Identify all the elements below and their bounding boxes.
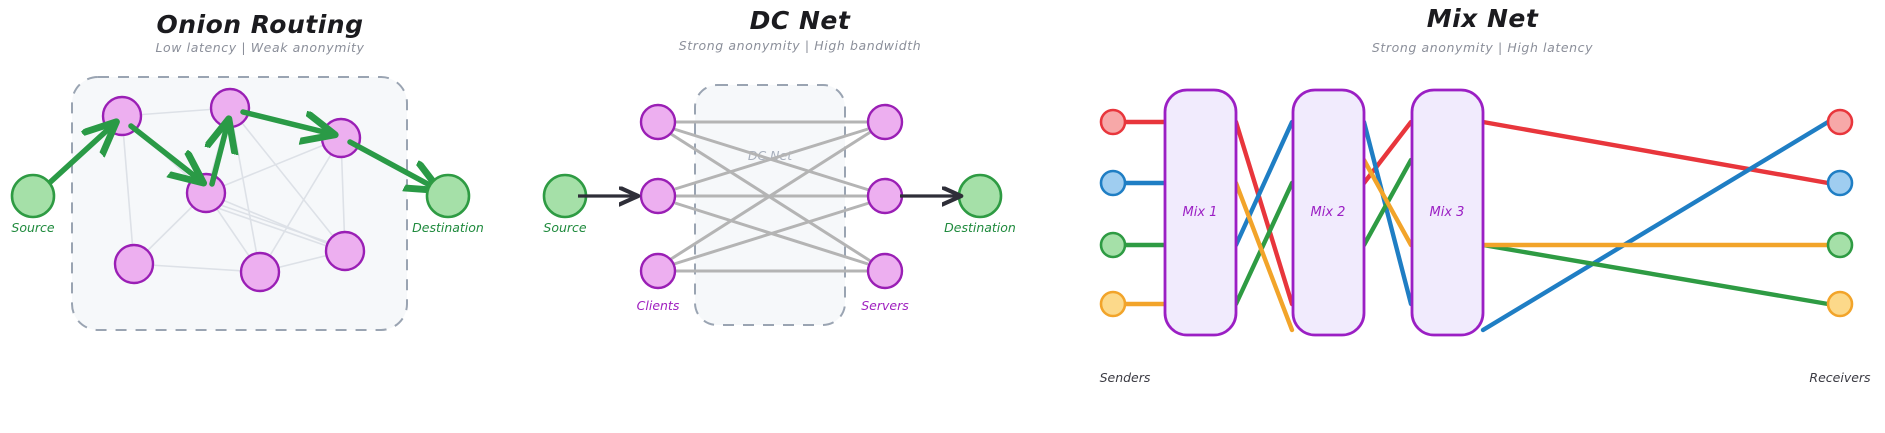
panel-mix-net: Mix Net Strong anonymity | High latency bbox=[1080, 0, 1885, 433]
onion-source-node[interactable] bbox=[10, 173, 56, 219]
mix-net-sender-node-blue[interactable] bbox=[1099, 169, 1127, 197]
onion-route-path bbox=[43, 109, 437, 189]
panel-title-mix-net: Mix Net bbox=[1426, 4, 1539, 33]
mix-node-3-label: Mix 3 bbox=[1430, 205, 1465, 220]
onion-destination-label: Destination bbox=[412, 220, 484, 235]
mix-net-sender-node-red[interactable] bbox=[1099, 108, 1127, 136]
mix-net-senders-label: Senders bbox=[1100, 370, 1151, 385]
mix-net-receiver-node-red[interactable] bbox=[1826, 108, 1854, 136]
dc-net-client-node[interactable] bbox=[639, 177, 677, 215]
dc-net-destination-label: Destination bbox=[944, 220, 1016, 235]
onion-source-label: Source bbox=[11, 220, 55, 235]
mix-net-receiver-node-orange[interactable] bbox=[1826, 290, 1854, 318]
dc-net-graph: DC Net bbox=[542, 84, 1016, 326]
dc-net-server-nodes[interactable] bbox=[866, 103, 904, 290]
dc-net-edges bbox=[670, 120, 873, 273]
dc-net-region bbox=[694, 84, 846, 326]
panel-onion-routing: Onion Routing Low latency | Weak anonymi… bbox=[0, 0, 520, 433]
panel-subtitle-mix-net: Strong anonymity | High latency bbox=[1371, 40, 1594, 55]
onion-relay-node[interactable] bbox=[320, 117, 362, 159]
onion-relay-node[interactable] bbox=[239, 251, 281, 293]
dc-net-server-node[interactable] bbox=[866, 103, 904, 141]
mix-net-stage-1-links bbox=[1233, 119, 1295, 333]
mix-net-receivers-label: Receivers bbox=[1809, 370, 1871, 385]
mix-net-receiver-node-blue[interactable] bbox=[1826, 169, 1854, 197]
mix-node-2-label: Mix 2 bbox=[1311, 205, 1346, 220]
dc-net-clients-label: Clients bbox=[637, 298, 680, 313]
dc-net-server-node[interactable] bbox=[866, 177, 904, 215]
mix-net-boxes[interactable] bbox=[1163, 88, 1485, 337]
mix-net-stage-2-links bbox=[1361, 119, 1414, 307]
mix-net-sender-nodes[interactable] bbox=[1099, 108, 1127, 318]
onion-relay-node[interactable] bbox=[324, 230, 366, 272]
mix-net-sender-node-orange[interactable] bbox=[1099, 290, 1127, 318]
dc-net-client-node[interactable] bbox=[639, 103, 677, 141]
mix-net-graph: Mix 1 Mix 2 Mix 3 Senders Receivers bbox=[1099, 88, 1871, 385]
onion-relay-node[interactable] bbox=[185, 172, 227, 214]
onion-relay-node[interactable] bbox=[113, 243, 155, 285]
mix-node-1-label: Mix 1 bbox=[1183, 205, 1218, 220]
panel-subtitle-onion-routing: Low latency | Weak anonymity bbox=[155, 40, 365, 55]
mix-node-2[interactable] bbox=[1291, 88, 1366, 337]
panel-title-onion-routing: Onion Routing bbox=[156, 10, 364, 39]
dc-net-source-label: Source bbox=[543, 220, 587, 235]
dc-net-client-nodes[interactable] bbox=[639, 103, 677, 290]
mix-net-receiver-node-green[interactable] bbox=[1826, 231, 1854, 259]
mix-node-1[interactable] bbox=[1163, 88, 1238, 337]
onion-destination-node[interactable] bbox=[425, 173, 471, 219]
panel-dc-net: DC Net Strong anonymity | High bandwidth… bbox=[520, 0, 1080, 433]
dc-net-destination-node[interactable] bbox=[957, 173, 1003, 219]
dc-net-servers-label: Servers bbox=[861, 298, 909, 313]
mix-net-receiver-nodes[interactable] bbox=[1826, 108, 1854, 318]
dc-net-region-label: DC Net bbox=[748, 148, 793, 163]
mix-net-stage-3-links bbox=[1480, 119, 1831, 333]
panel-title-dc-net: DC Net bbox=[749, 6, 851, 35]
dc-net-client-node[interactable] bbox=[639, 252, 677, 290]
mix-node-3[interactable] bbox=[1410, 88, 1485, 337]
onion-routing-graph: Source Destination bbox=[10, 76, 484, 331]
panel-subtitle-dc-net: Strong anonymity | High bandwidth bbox=[678, 38, 922, 53]
mix-net-sender-node-green[interactable] bbox=[1099, 231, 1127, 259]
dc-net-server-node[interactable] bbox=[866, 252, 904, 290]
